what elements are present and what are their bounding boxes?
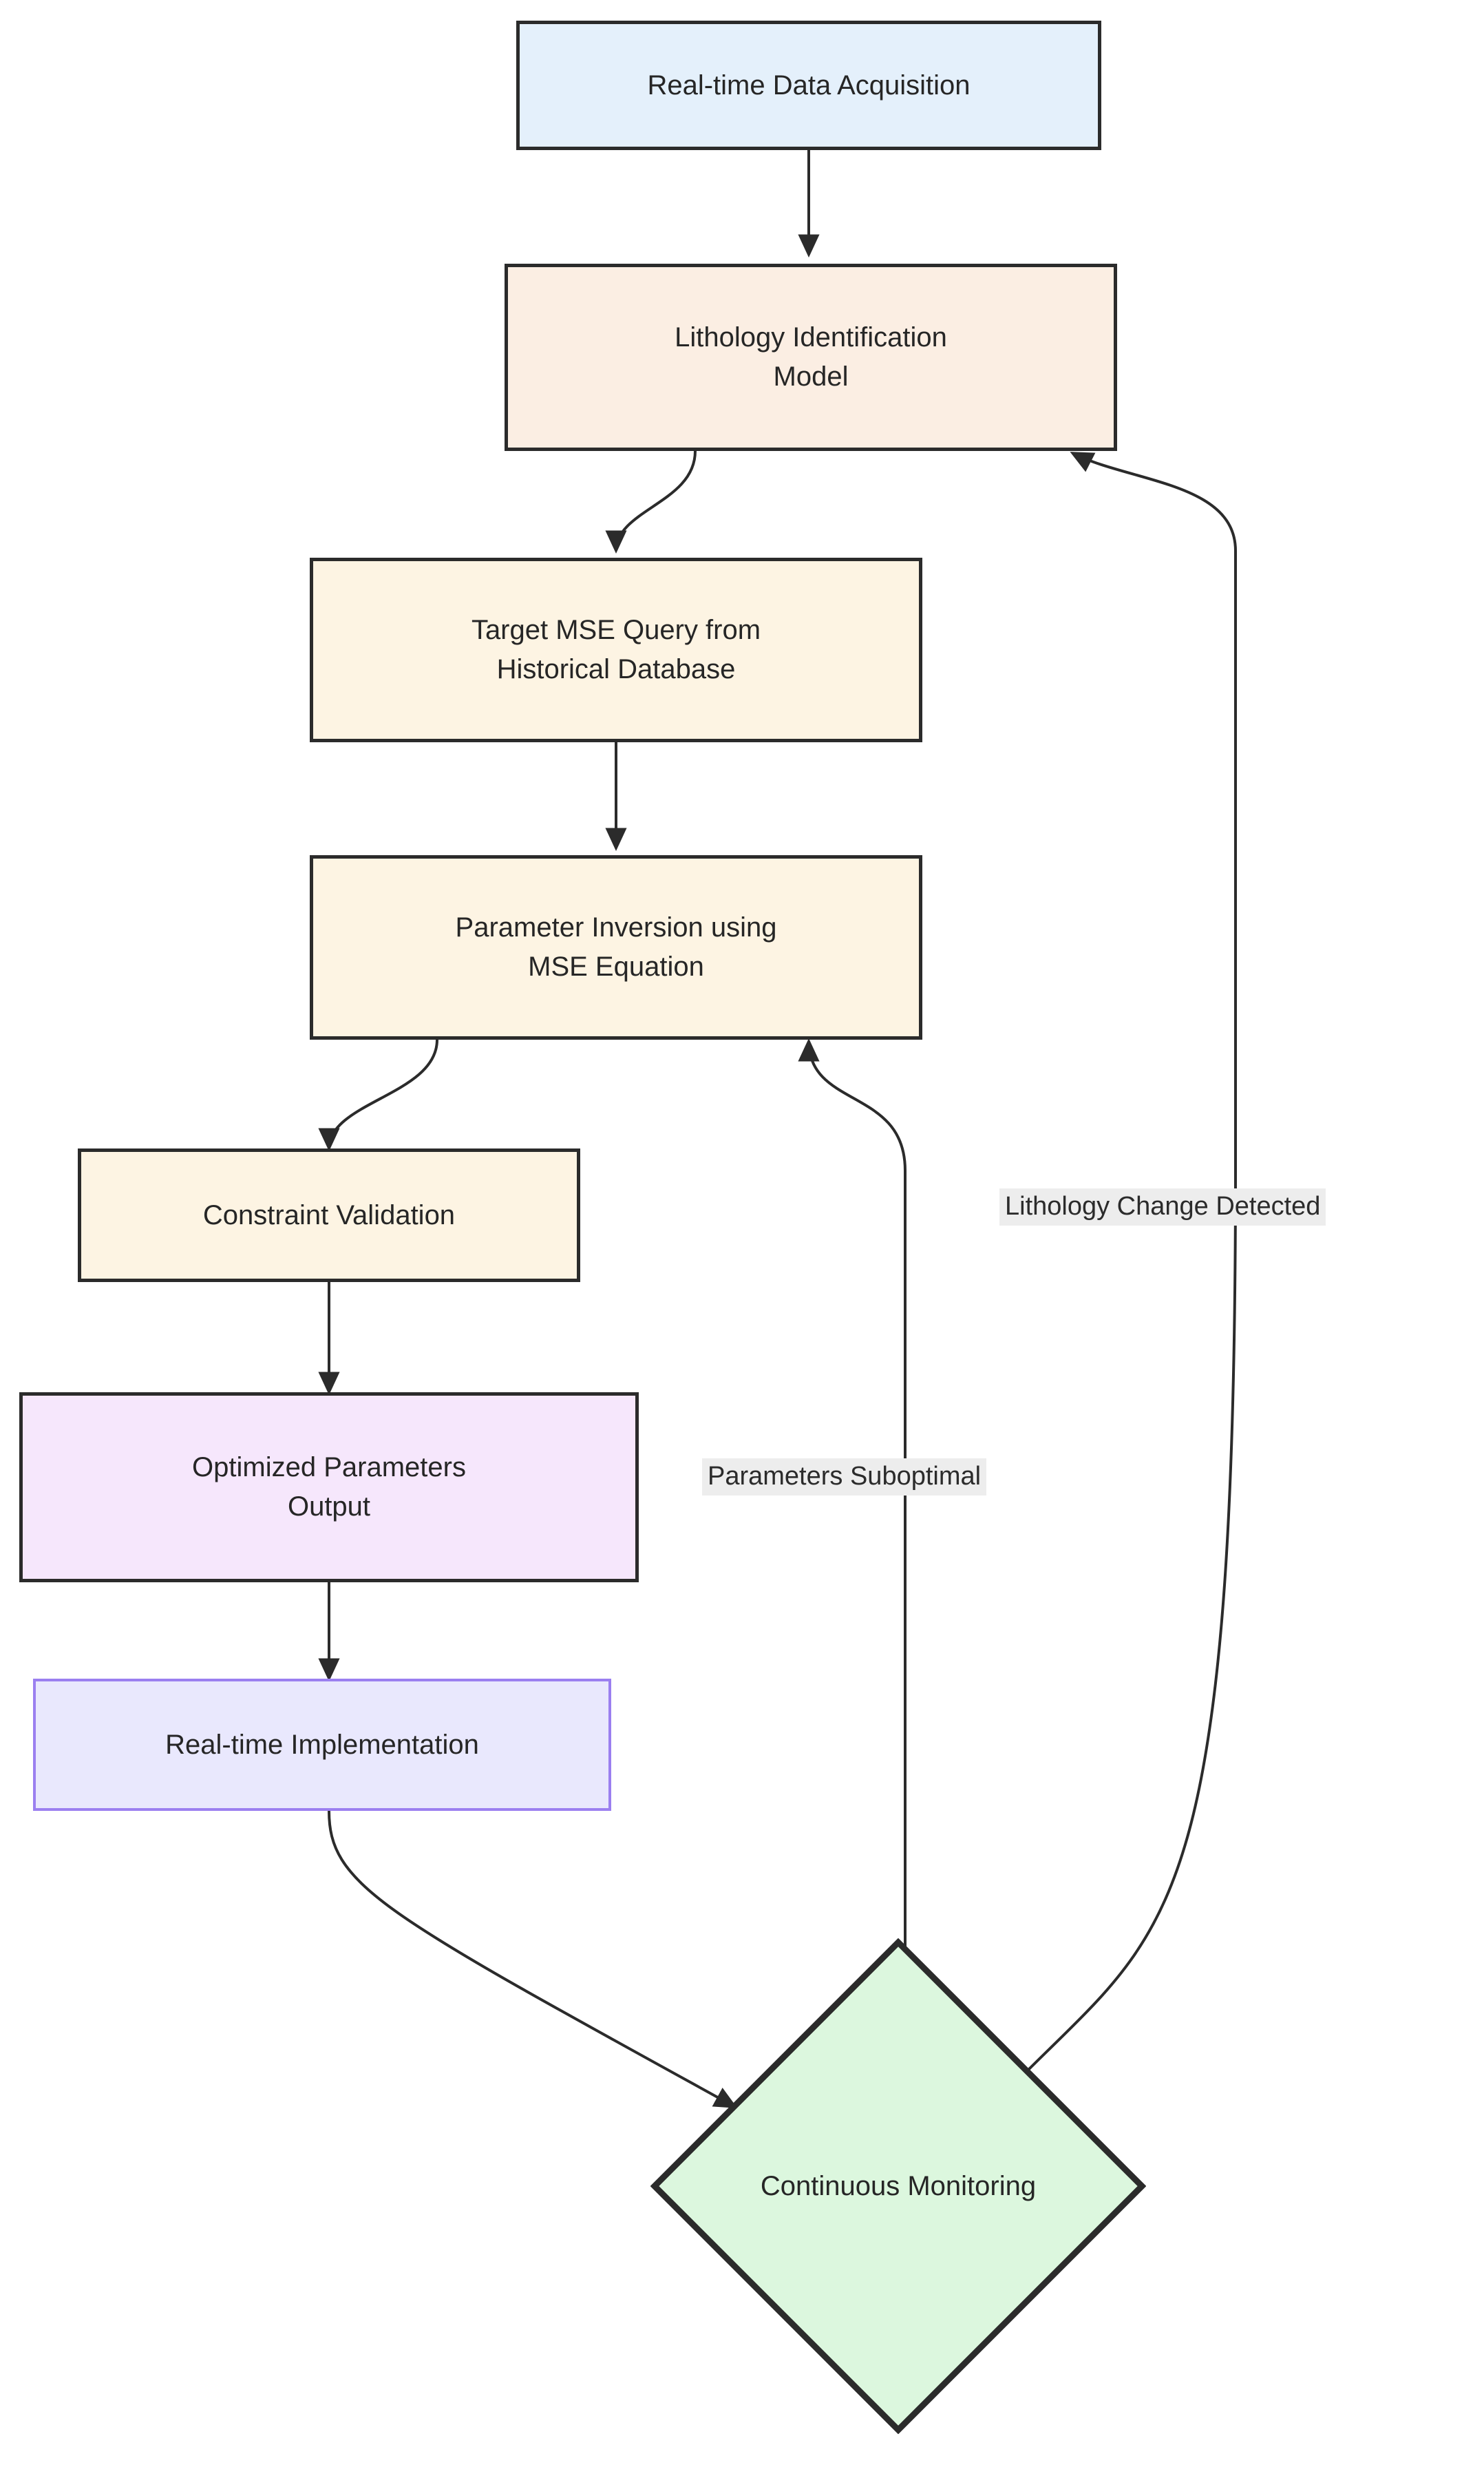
node-label-query: Target MSE Query from Historical Databas… xyxy=(471,615,761,684)
edge-inv-to-valid xyxy=(318,1039,438,1151)
node-label-implementation: Real-time Implementation xyxy=(165,1729,479,1760)
edge-label-parameters-suboptimal: Parameters Suboptimal xyxy=(702,1458,987,1496)
node-label-monitoring: Continuous Monitoring xyxy=(760,2170,1037,2201)
edge-monitor-to-inv xyxy=(798,1038,907,2183)
node-target-mse-query[interactable]: Target MSE Query from Historical Databas… xyxy=(310,558,922,742)
edge-litho-to-query xyxy=(605,450,697,554)
edge-impl-to-monitor xyxy=(328,1810,738,2108)
node-optimized-parameters-output[interactable]: Optimized Parameters Output xyxy=(19,1392,639,1582)
node-parameter-inversion[interactable]: Parameter Inversion using MSE Equation xyxy=(310,855,922,1040)
node-label-acq: Real-time Data Acquisition xyxy=(647,70,971,101)
node-lithology-identification-model[interactable]: Lithology Identification Model xyxy=(505,264,1117,451)
node-continuous-monitoring[interactable]: Continuous Monitoring xyxy=(650,1938,1147,2435)
diamond-shape xyxy=(650,1938,1147,2435)
edge-monitor-to-litho xyxy=(1024,452,1237,2074)
node-real-time-implementation[interactable]: Real-time Implementation xyxy=(33,1679,611,1811)
node-real-time-data-acquisition[interactable]: Real-time Data Acquisition xyxy=(516,21,1101,150)
node-label-litho: Lithology Identification Model xyxy=(675,322,947,392)
edge-label-lithology-change: Lithology Change Detected xyxy=(999,1188,1326,1226)
node-label-validation: Constraint Validation xyxy=(202,1199,456,1230)
node-label-inversion: Parameter Inversion using MSE Equation xyxy=(455,912,777,982)
node-constraint-validation[interactable]: Constraint Validation xyxy=(78,1148,580,1282)
node-label-optimized: Optimized Parameters Output xyxy=(192,1452,466,1522)
